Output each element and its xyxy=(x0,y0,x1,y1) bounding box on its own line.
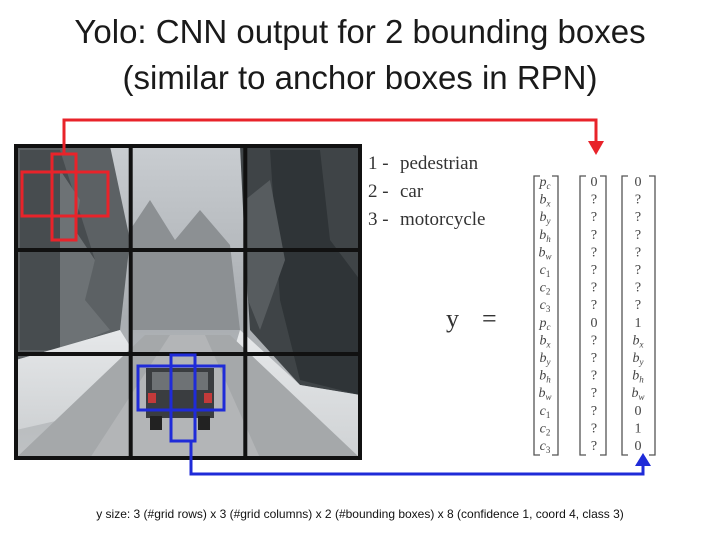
equation-equals: = xyxy=(482,304,497,333)
cell1-value-11: ? xyxy=(591,351,597,366)
cell1-value-10: ? xyxy=(591,333,597,348)
vector-label-7: c2 xyxy=(540,281,551,297)
cell2-value-9: 1 xyxy=(635,316,642,331)
vector-brackets xyxy=(533,175,656,456)
blue-anchor-boxes xyxy=(136,353,226,443)
slide-title-line2: (similar to anchor boxes in RPN) xyxy=(122,59,598,96)
class-num-1: 1 - xyxy=(368,153,389,174)
bracket-cell1-right xyxy=(600,175,607,456)
cell1-value-13: ? xyxy=(591,386,597,401)
blue-arrow xyxy=(189,441,651,476)
bracket-cell1-left xyxy=(579,175,586,456)
cell1-value-16: ? xyxy=(591,439,597,454)
bracket-cell2-right xyxy=(649,175,656,456)
cell2-value-12: bh xyxy=(632,369,644,385)
class-name-3: motorcycle xyxy=(400,209,485,230)
cell2-value-6: ? xyxy=(635,263,641,278)
class-num-3: 3 - xyxy=(368,209,389,230)
vector-label-12: bh xyxy=(539,369,551,385)
class-list: 1 - pedestrian 2 - car 3 - motorcycle xyxy=(368,153,485,230)
cell1-value-5: ? xyxy=(591,245,597,260)
caption: y size: 3 (#grid rows) x 3 (#grid column… xyxy=(96,507,624,521)
vector-label-8: c3 xyxy=(540,298,551,314)
class-name-2: car xyxy=(400,181,424,202)
cell2-value-2: ? xyxy=(635,193,641,208)
cell2-value-3: ? xyxy=(635,210,641,225)
class-num-2: 2 - xyxy=(368,181,389,202)
vector-label-15: c2 xyxy=(540,421,551,437)
vector-label-4: bh xyxy=(539,228,551,244)
slide-title-line1: Yolo: CNN output for 2 bounding boxes xyxy=(74,13,646,50)
class-name-1: pedestrian xyxy=(400,153,479,174)
cell2-value-7: ? xyxy=(635,281,641,296)
cell1-value-15: ? xyxy=(591,421,597,436)
red-arrow xyxy=(62,118,604,155)
cell1-value-6: ? xyxy=(591,263,597,278)
blue-tall-box xyxy=(169,353,197,443)
vector-label-6: c1 xyxy=(540,263,551,279)
bracket-cell2-left xyxy=(621,175,628,456)
vector-label-13: bw xyxy=(538,386,551,402)
grid-border xyxy=(14,144,362,460)
blue-wide-box xyxy=(136,364,226,412)
cell1-value-9: 0 xyxy=(591,316,598,331)
cell1-value-12: ? xyxy=(591,369,597,384)
cell1-value-2: ? xyxy=(591,193,597,208)
cell2-value-5: ? xyxy=(635,245,641,260)
cell1-value-4: ? xyxy=(591,228,597,243)
vector-label-10: bx xyxy=(540,333,551,349)
cell2-value-8: ? xyxy=(635,298,641,313)
cell2-value-11: by xyxy=(633,351,644,367)
cell1-value-14: ? xyxy=(591,404,597,419)
cell1-value-3: ? xyxy=(591,210,597,225)
cell2-value-1: 0 xyxy=(635,175,642,190)
vector-label-1: pc xyxy=(539,175,551,191)
bracket-labels-right xyxy=(552,175,559,456)
vector-label-2: bx xyxy=(540,193,551,209)
vector-label-9: pc xyxy=(539,316,551,332)
cell2-value-15: 1 xyxy=(635,421,642,436)
cell2-value-4: ? xyxy=(635,228,641,243)
cell2-value-10: bx xyxy=(633,333,644,349)
cell1-value-1: 0 xyxy=(591,175,598,190)
cell2-value-14: 0 xyxy=(635,404,642,419)
cell1-value-8: ? xyxy=(591,298,597,313)
red-wide-box xyxy=(20,170,110,218)
vector-label-11: by xyxy=(540,351,551,367)
vector-label-14: c1 xyxy=(540,404,551,420)
vector-cell1-column: 0??????? 0??????? xyxy=(591,175,598,454)
cell2-value-16: 0 xyxy=(635,439,642,454)
bracket-labels-left xyxy=(533,175,540,456)
cell2-value-13: bw xyxy=(631,386,644,402)
vector-label-3: by xyxy=(540,210,551,226)
vector-label-5: bw xyxy=(538,245,551,261)
equation-lhs: y xyxy=(446,304,459,333)
cell1-value-7: ? xyxy=(591,281,597,296)
vector-label-16: c3 xyxy=(540,439,551,455)
